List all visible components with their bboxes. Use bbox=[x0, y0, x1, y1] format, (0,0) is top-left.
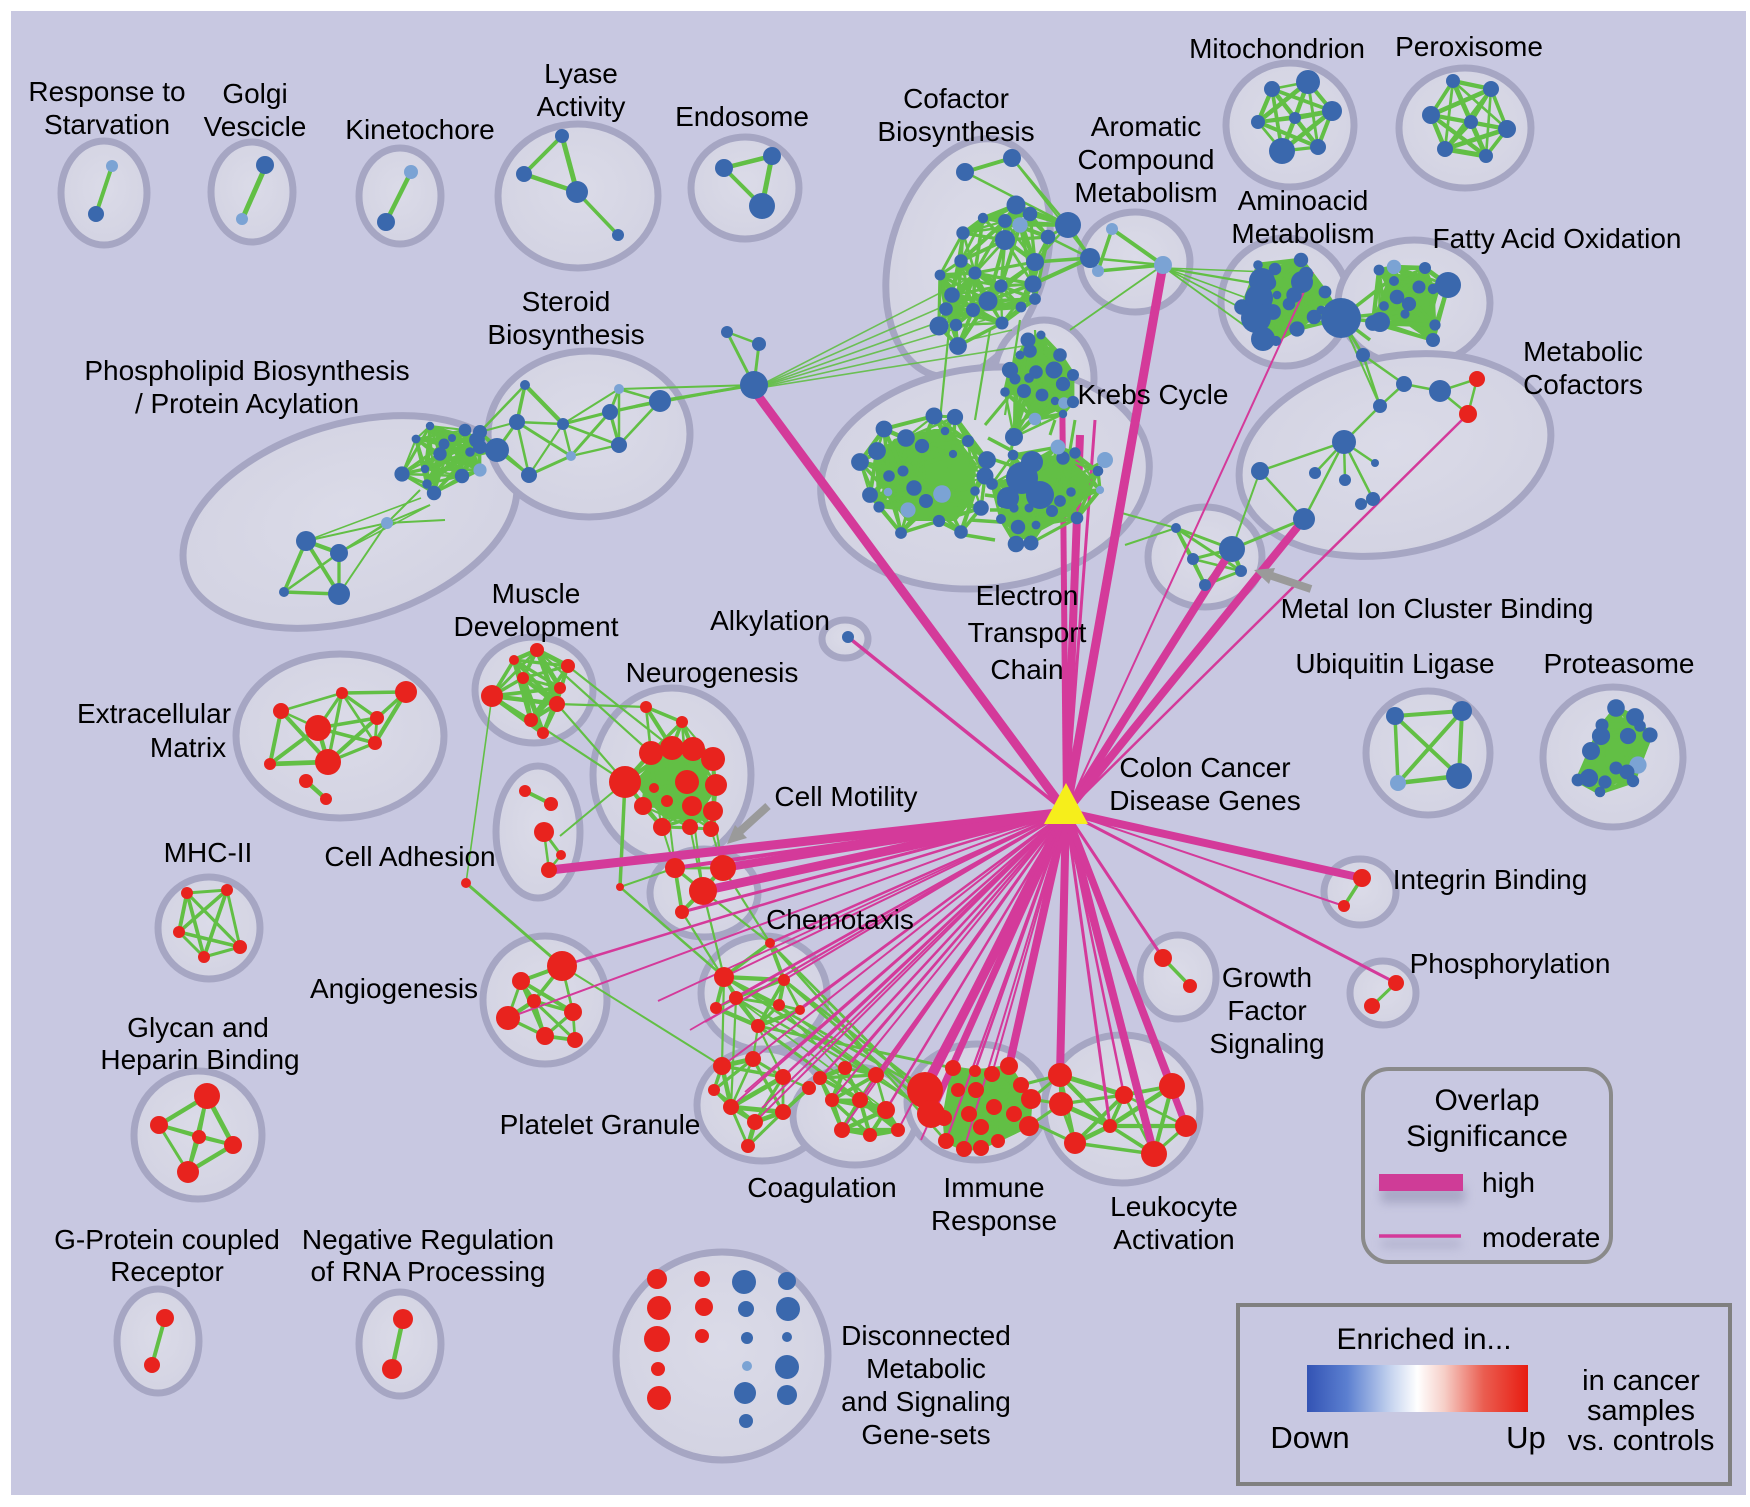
svg-text:Platelet Granule: Platelet Granule bbox=[500, 1109, 701, 1140]
svg-text:Fatty Acid Oxidation: Fatty Acid Oxidation bbox=[1432, 223, 1681, 254]
svg-text:Overlap: Overlap bbox=[1434, 1084, 1539, 1117]
svg-text:Phospholipid Biosynthesis: Phospholipid Biosynthesis bbox=[84, 355, 409, 386]
svg-text:Factor: Factor bbox=[1227, 995, 1306, 1026]
svg-text:Significance: Significance bbox=[1406, 1120, 1568, 1153]
svg-text:Metabolism: Metabolism bbox=[1074, 177, 1217, 208]
svg-text:Negative Regulation: Negative Regulation bbox=[302, 1224, 554, 1255]
svg-text:Angiogenesis: Angiogenesis bbox=[310, 973, 478, 1004]
svg-text:Down: Down bbox=[1270, 1420, 1349, 1455]
svg-text:Mitochondrion: Mitochondrion bbox=[1189, 33, 1365, 64]
svg-text:Up: Up bbox=[1506, 1420, 1546, 1455]
svg-text:Development: Development bbox=[454, 611, 619, 642]
svg-text:Integrin Binding: Integrin Binding bbox=[1393, 864, 1588, 895]
svg-text:Gene-sets: Gene-sets bbox=[861, 1419, 990, 1450]
svg-text:Electron: Electron bbox=[976, 580, 1079, 611]
svg-text:Alkylation: Alkylation bbox=[710, 605, 830, 636]
svg-text:Activity: Activity bbox=[537, 91, 626, 122]
svg-text:and Signaling: and Signaling bbox=[841, 1386, 1011, 1417]
svg-text:Compound: Compound bbox=[1078, 144, 1215, 175]
svg-text:moderate: moderate bbox=[1482, 1222, 1600, 1253]
svg-text:Glycan and: Glycan and bbox=[127, 1012, 269, 1043]
svg-text:Immune: Immune bbox=[943, 1172, 1044, 1203]
svg-text:Response: Response bbox=[931, 1205, 1057, 1236]
svg-text:of RNA Processing: of RNA Processing bbox=[311, 1256, 546, 1287]
svg-text:Chain: Chain bbox=[990, 654, 1063, 685]
svg-text:Aromatic: Aromatic bbox=[1091, 111, 1201, 142]
svg-text:Signaling: Signaling bbox=[1209, 1028, 1324, 1059]
svg-text:Coagulation: Coagulation bbox=[747, 1172, 896, 1203]
svg-text:Biosynthesis: Biosynthesis bbox=[877, 116, 1034, 147]
svg-text:G-Protein coupled: G-Protein coupled bbox=[54, 1224, 280, 1255]
svg-text:Enriched in...: Enriched in... bbox=[1336, 1323, 1511, 1356]
svg-text:/ Protein Acylation: / Protein Acylation bbox=[135, 388, 359, 419]
svg-text:Colon Cancer: Colon Cancer bbox=[1119, 752, 1290, 783]
svg-text:Endosome: Endosome bbox=[675, 101, 809, 132]
svg-text:Cell Adhesion: Cell Adhesion bbox=[324, 841, 495, 872]
svg-text:Golgi: Golgi bbox=[222, 78, 287, 109]
svg-text:Activation: Activation bbox=[1113, 1224, 1234, 1255]
svg-text:Chemotaxis: Chemotaxis bbox=[766, 904, 914, 935]
svg-text:Disease Genes: Disease Genes bbox=[1109, 785, 1300, 816]
svg-text:Metabolism: Metabolism bbox=[1231, 218, 1374, 249]
svg-text:Metal Ion Cluster Binding: Metal Ion Cluster Binding bbox=[1281, 593, 1594, 624]
svg-text:Phosphorylation: Phosphorylation bbox=[1410, 948, 1611, 979]
svg-text:Transport: Transport bbox=[968, 617, 1087, 648]
svg-text:Lyase: Lyase bbox=[544, 58, 618, 89]
svg-text:Cofactors: Cofactors bbox=[1523, 369, 1643, 400]
svg-text:vs. controls: vs. controls bbox=[1568, 1425, 1715, 1457]
svg-text:Heparin Binding: Heparin Binding bbox=[100, 1044, 299, 1075]
svg-text:Leukocyte: Leukocyte bbox=[1110, 1191, 1238, 1222]
svg-text:MHC-II: MHC-II bbox=[164, 837, 253, 868]
svg-text:Response to: Response to bbox=[28, 76, 185, 107]
svg-text:Receptor: Receptor bbox=[110, 1256, 224, 1287]
svg-text:Proteasome: Proteasome bbox=[1544, 648, 1695, 679]
svg-text:Cofactor: Cofactor bbox=[903, 83, 1009, 114]
svg-text:Growth: Growth bbox=[1222, 962, 1312, 993]
svg-text:Matrix: Matrix bbox=[150, 732, 226, 763]
svg-text:samples: samples bbox=[1587, 1395, 1695, 1427]
svg-text:Neurogenesis: Neurogenesis bbox=[626, 657, 799, 688]
svg-text:Muscle: Muscle bbox=[492, 578, 581, 609]
svg-text:Metabolic: Metabolic bbox=[866, 1353, 986, 1384]
svg-text:Vescicle: Vescicle bbox=[204, 111, 307, 142]
svg-text:Starvation: Starvation bbox=[44, 109, 170, 140]
svg-text:Cell Motility: Cell Motility bbox=[774, 781, 917, 812]
svg-text:Steroid: Steroid bbox=[522, 286, 611, 317]
svg-text:Biosynthesis: Biosynthesis bbox=[487, 319, 644, 350]
svg-text:Metabolic: Metabolic bbox=[1523, 336, 1643, 367]
svg-text:high: high bbox=[1482, 1167, 1535, 1198]
svg-text:Krebs Cycle: Krebs Cycle bbox=[1078, 379, 1229, 410]
svg-text:in cancer: in cancer bbox=[1582, 1365, 1700, 1397]
svg-text:Aminoacid: Aminoacid bbox=[1238, 185, 1369, 216]
svg-text:Extracellular: Extracellular bbox=[77, 698, 231, 729]
svg-text:Ubiquitin Ligase: Ubiquitin Ligase bbox=[1295, 648, 1494, 679]
svg-text:Kinetochore: Kinetochore bbox=[345, 114, 494, 145]
svg-text:Peroxisome: Peroxisome bbox=[1395, 31, 1543, 62]
svg-text:Disconnected: Disconnected bbox=[841, 1320, 1011, 1351]
